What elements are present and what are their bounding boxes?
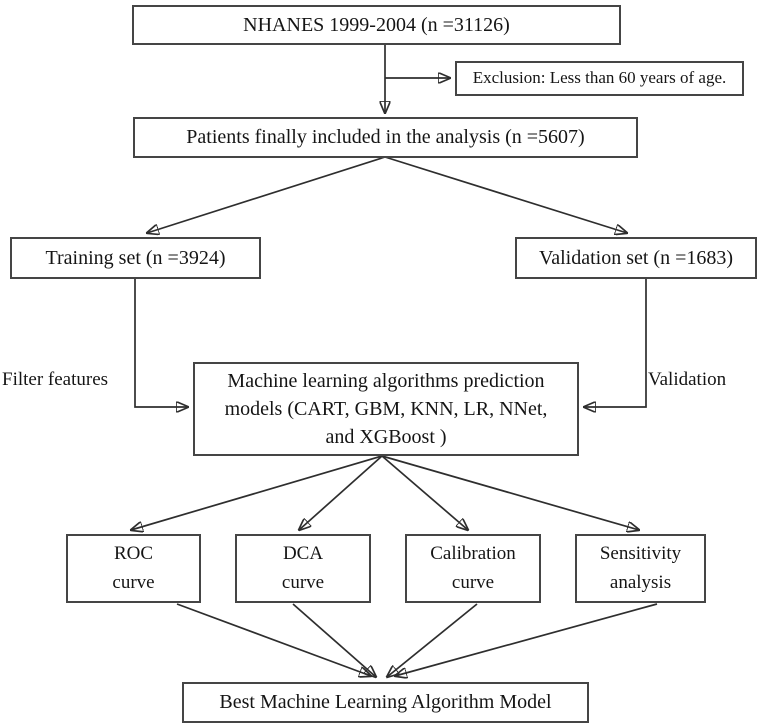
node-best-model: Best Machine Learning Algorithm Model [182, 682, 589, 723]
node-included-label: Patients finally included in the analysi… [186, 126, 585, 148]
node-sensitivity-analysis: Sensitivity analysis [575, 534, 706, 603]
node-training-set-label: Training set (n =3924) [45, 246, 226, 269]
edge-calibration-best [387, 603, 478, 677]
node-dca-curve-line1: DCA [282, 543, 324, 564]
edge-ml-sensitivity [381, 455, 639, 530]
node-ml-models-line1: Machine learning algorithms prediction [227, 370, 545, 392]
node-calibration-curve: Calibration curve [405, 534, 541, 603]
node-ml-models-line2: models (CART, GBM, KNN, LR, NNet, [224, 398, 548, 420]
edge-roc-best [176, 603, 371, 676]
edge-included-validation [384, 156, 627, 233]
node-best-model-label: Best Machine Learning Algorithm Model [219, 691, 552, 713]
edge-ml-dca [299, 455, 383, 530]
node-validation-set: Validation set (n =1683) [515, 237, 757, 279]
node-ml-models-line3: and XGBoost ) [325, 426, 447, 448]
edge-ml-roc [131, 455, 383, 530]
edge-label-filter-features: Filter features [2, 369, 109, 390]
node-calibration-curve-line2: curve [451, 571, 495, 593]
edge-validation-ml [584, 279, 647, 407]
edge-training-ml [134, 279, 188, 407]
node-dca-curve-line2: curve [281, 571, 325, 593]
node-roc-curve-line2: curve [112, 571, 155, 593]
node-roc-curve: ROC curve [66, 534, 201, 603]
edge-included-training [147, 156, 386, 233]
node-validation-set-label: Validation set (n =1683) [538, 246, 734, 269]
node-training-set: Training set (n =3924) [10, 237, 261, 279]
edge-label-validation: Validation [648, 369, 727, 390]
node-sensitivity-analysis-line1: Sensitivity [599, 543, 682, 564]
node-nhanes: NHANES 1999-2004 (n =31126) [132, 5, 621, 45]
node-roc-curve-line1: ROC [113, 543, 154, 564]
node-included: Patients finally included in the analysi… [133, 117, 638, 158]
edge-ml-calibration [381, 455, 468, 530]
node-calibration-curve-line1: Calibration [430, 543, 516, 564]
node-nhanes-label: NHANES 1999-2004 (n =31126) [243, 13, 510, 36]
node-ml-models: Machine learning algorithms prediction m… [193, 362, 579, 456]
edge-sensitivity-best [395, 603, 658, 676]
node-exclusion-label: Exclusion: Less than 60 years of age. [472, 68, 727, 88]
node-exclusion: Exclusion: Less than 60 years of age. [455, 61, 744, 96]
node-dca-curve: DCA curve [235, 534, 371, 603]
node-sensitivity-analysis-line2: analysis [609, 571, 672, 593]
edge-dca-best [292, 603, 376, 677]
